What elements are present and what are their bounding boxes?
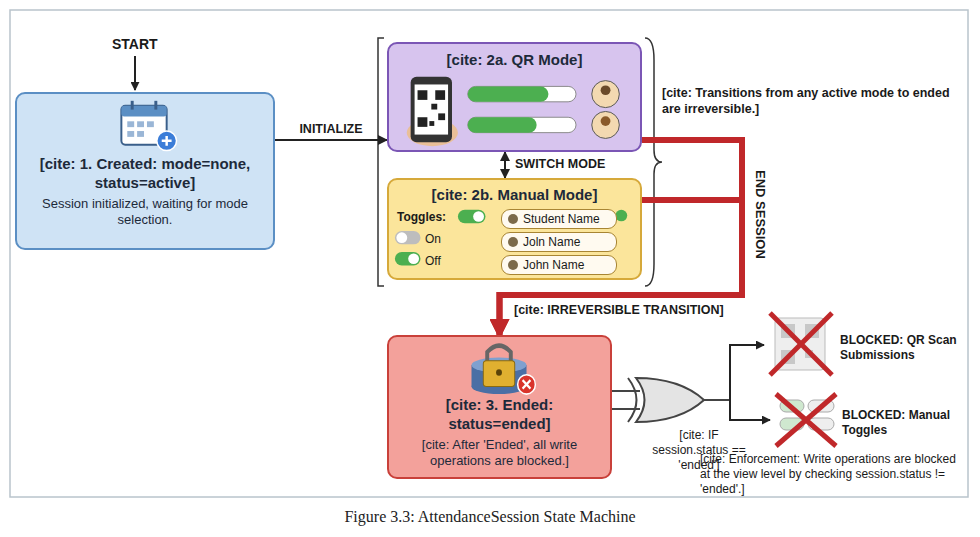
start-arrow <box>134 56 136 90</box>
state-box: [cite: 3. Ended: status=ended] [cite: Aft… <box>387 335 612 479</box>
figure-caption: Figure 3.3: AttendanceSession State Mach… <box>0 508 980 526</box>
edge-label: SWITCH MODE <box>515 157 605 172</box>
edge-label: INITIALIZE <box>299 122 362 137</box>
start-label: START <box>112 36 158 53</box>
group-bracket-right <box>645 38 662 286</box>
state-title: [cite: 3. Ended: status=ended] <box>399 395 600 433</box>
transition-arrow <box>504 152 506 178</box>
group-bracket-left <box>378 38 384 286</box>
condition-note: [cite: IF session.status == 'ended'] <box>640 428 758 473</box>
state-title: [cite: 2a. QR Mode] <box>389 50 640 69</box>
blocked-toggle-icon <box>776 394 836 446</box>
state-box: [cite: 2a. QR Mode] <box>387 42 642 152</box>
blocked-label: BLOCKED: Manual Toggles <box>842 408 964 438</box>
logic-gate <box>612 345 770 422</box>
state-title: [cite: 1. Created: mode=none, status=act… <box>27 154 263 192</box>
edge-label: END SESSION <box>753 170 768 259</box>
toggle-label: Toggles: <box>397 210 446 225</box>
enforcement-note: [cite: Enforcement: Write operations are… <box>700 452 964 497</box>
state-description: [cite: After 'Ended', all write operatio… <box>399 437 600 469</box>
student-row: Student Name <box>501 209 617 229</box>
state-description: Session initialized, waiting for mode se… <box>27 196 263 228</box>
state-box: [cite: 2b. Manual Mode] Toggles: OnOff Stud… <box>387 178 642 280</box>
toggle-label: On <box>425 232 441 247</box>
transition-note: [cite: IRREVERSIBLE TRANSITION] <box>514 303 724 319</box>
toggle-label: Off <box>425 254 441 269</box>
student-row: John Name <box>501 255 617 275</box>
blocked-label: BLOCKED: QR Scan Submissions <box>840 333 964 363</box>
state-box: [cite: 1. Created: mode=none, status=act… <box>15 92 275 250</box>
note: [cite: Transitions from any active mode … <box>662 86 958 117</box>
student-row: Joln Name <box>501 232 617 252</box>
state-title: [cite: 2b. Manual Mode] <box>389 185 640 204</box>
outer-frame <box>10 10 968 497</box>
blocked-qr-icon <box>770 313 832 375</box>
transition-arrow <box>275 139 387 141</box>
